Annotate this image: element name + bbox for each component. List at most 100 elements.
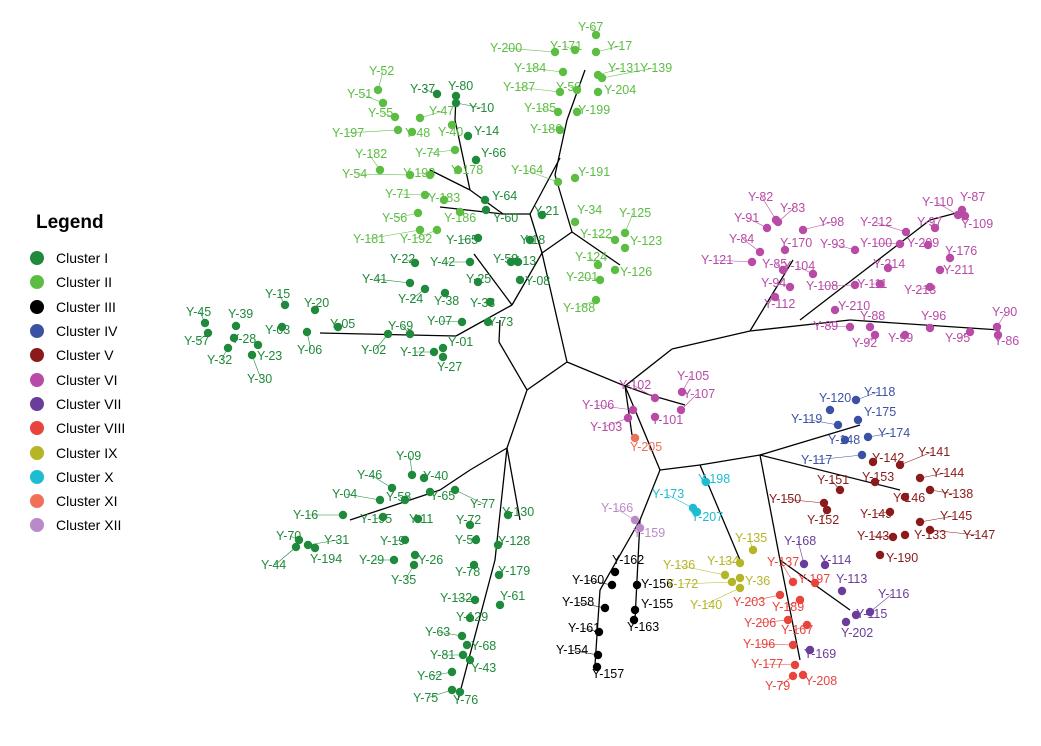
tree-branch <box>349 489 441 521</box>
label-leader-line <box>585 579 613 586</box>
leaf-label: Y-76 <box>453 693 478 707</box>
leaf-node <box>455 687 465 697</box>
leaf-label: Y-105 <box>677 369 709 383</box>
legend-color-dot <box>30 348 44 363</box>
leaf-node <box>432 225 442 235</box>
leaf-label: Y-128 <box>498 534 530 548</box>
leaf-label: Y-86 <box>994 334 1019 348</box>
leaf-node <box>200 318 210 328</box>
leaf-label: Y-02 <box>361 343 386 357</box>
leaf-node <box>438 352 448 362</box>
leaf-label: Y-165 <box>446 233 478 247</box>
leaf-label: Y-28 <box>231 332 256 346</box>
label-leader-line <box>757 619 789 624</box>
leaf-node <box>629 615 639 625</box>
leaf-label: Y-42 <box>430 255 455 269</box>
leaf-node <box>440 288 450 298</box>
label-leader-line <box>764 663 796 666</box>
leaf-label: Y-43 <box>471 661 496 675</box>
label-leader-line <box>251 354 262 380</box>
tree-branch <box>457 559 496 701</box>
leaf-node <box>594 627 604 637</box>
leaf-node <box>485 297 495 307</box>
leaf-label: Y-131 <box>608 61 640 75</box>
label-leader-line <box>595 45 622 53</box>
leaf-label: Y-63 <box>425 625 450 639</box>
leaf-node <box>515 275 525 285</box>
leaf-node <box>923 240 933 250</box>
leaf-label: Y-20 <box>304 296 329 310</box>
leaf-label: Y-24 <box>398 292 423 306</box>
leaf-label: Y-99 <box>888 331 913 345</box>
leaf-node <box>773 217 783 227</box>
tree-branch <box>526 361 568 391</box>
leaf-node <box>837 586 847 596</box>
legend-color-dot <box>30 275 44 290</box>
leaf-node <box>677 387 687 397</box>
leaf-label: Y-45 <box>186 305 211 319</box>
leaf-label: Y-149 <box>860 507 892 521</box>
legend-item: Cluster VIII <box>30 416 125 440</box>
leaf-node <box>450 145 460 155</box>
leaf-node <box>853 415 863 425</box>
leaf-label: Y-51 <box>347 87 372 101</box>
leaf-node <box>788 671 798 681</box>
leaf-node <box>553 107 563 117</box>
leaf-label: Y-212 <box>860 215 892 229</box>
leaf-label: Y-122 <box>580 227 612 241</box>
leaf-label: Y-190 <box>886 551 918 565</box>
leaf-label: Y-44 <box>261 558 286 572</box>
label-leader-line <box>398 193 426 196</box>
legend-color-dot <box>30 299 44 314</box>
tree-branch <box>498 341 528 391</box>
label-leader-line <box>355 173 411 176</box>
leaf-node <box>550 47 560 57</box>
leaf-node <box>960 211 970 221</box>
leaf-node <box>676 405 686 415</box>
leaf-node <box>630 433 640 443</box>
label-leader-line <box>595 404 634 411</box>
leaf-label: Y-65 <box>430 489 455 503</box>
leaf-node <box>572 107 582 117</box>
leaf-node <box>453 165 463 175</box>
legend-item-label: Cluster VIII <box>56 420 126 437</box>
leaf-label: Y-140 <box>690 598 722 612</box>
leaf-node <box>570 217 580 227</box>
tree-branch <box>439 206 504 215</box>
leaf-node <box>770 292 780 302</box>
leaf-node <box>525 235 535 245</box>
label-leader-line <box>676 564 726 576</box>
leaf-label: Y-54 <box>342 167 367 181</box>
legend-item-label: Cluster I <box>56 250 109 267</box>
leaf-label: Y-159 <box>633 526 665 540</box>
leaf-label: Y-91 <box>734 211 759 225</box>
leaf-node <box>592 662 602 672</box>
legend-item: Cluster II <box>30 270 125 294</box>
leaf-label: Y-118 <box>864 385 895 399</box>
leaf-label: Y-113 <box>836 572 867 586</box>
leaf-node <box>291 542 301 552</box>
leaf-label: Y-34 <box>577 203 602 217</box>
leaf-node <box>480 195 490 205</box>
leaf-node <box>953 210 963 220</box>
tree-branch <box>624 385 651 396</box>
leaf-label: Y-169 <box>804 647 836 661</box>
legend-color-dot <box>30 324 44 339</box>
leaf-node <box>413 208 423 218</box>
leaf-node <box>650 412 660 422</box>
legend-item-label: Cluster V <box>56 347 114 364</box>
leaf-node <box>473 233 483 243</box>
leaf-node <box>795 595 805 605</box>
leaf-node <box>277 322 287 332</box>
leaf-node <box>231 321 241 331</box>
leaf-label: Y-148 <box>828 433 860 447</box>
leaf-label: Y-155 <box>641 597 673 611</box>
label-leader-line <box>455 102 484 109</box>
leaf-label: Y-132 <box>440 591 472 605</box>
leaf-label: Y-39 <box>228 307 253 321</box>
leaf-label: Y-129 <box>456 610 488 624</box>
leaf-node <box>447 120 457 130</box>
label-leader-line <box>935 201 959 216</box>
leaf-label: Y-172 <box>666 577 698 591</box>
